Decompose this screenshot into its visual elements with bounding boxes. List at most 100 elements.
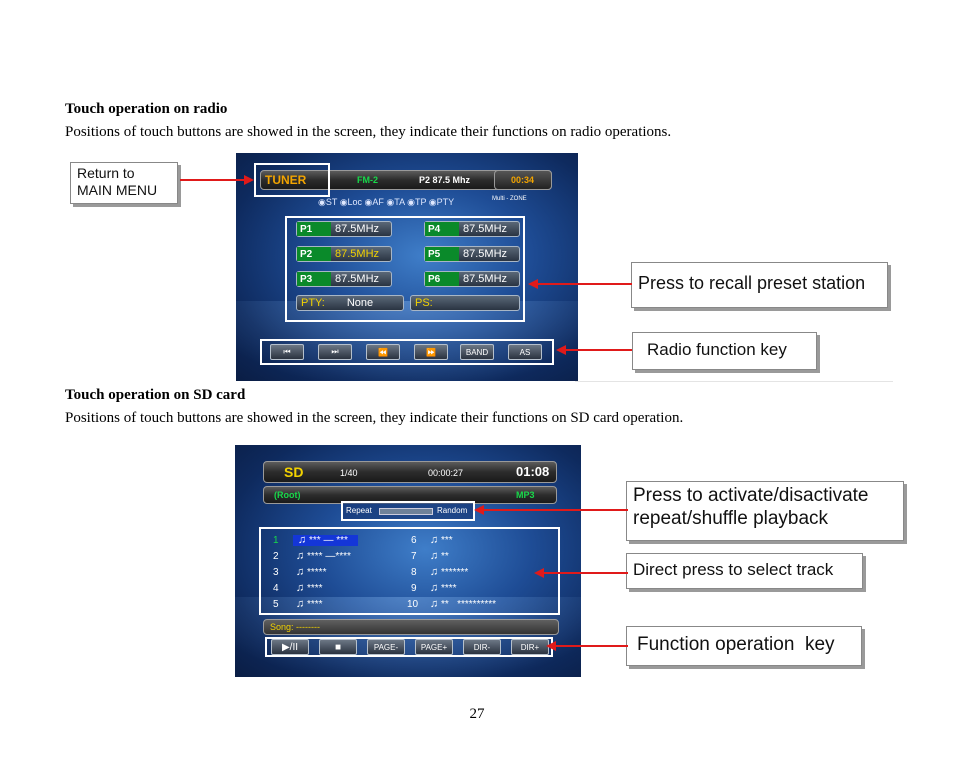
- track-3-name: *****: [307, 567, 327, 578]
- radio-frequency: P2 87.5 Mhz: [419, 175, 471, 185]
- page-number: 27: [469, 706, 485, 722]
- repeat-random-slider[interactable]: [379, 508, 433, 515]
- music-note-icon: ♫: [429, 598, 439, 610]
- sd-function-callout-text: Function operation key: [637, 634, 835, 655]
- preset-p6[interactable]: P6 87.5MHz: [424, 271, 520, 287]
- track-8-name: *******: [441, 567, 469, 578]
- track-1-name: *** — ***: [309, 535, 348, 546]
- sd-clock: 01:08: [516, 464, 550, 479]
- music-note-icon: ♫: [297, 534, 307, 546]
- track-8-number: 8: [411, 567, 417, 578]
- track-item-9[interactable]: 9♫****: [411, 582, 457, 594]
- radio-function-callout: Radio function key: [632, 332, 817, 370]
- tune-back-button[interactable]: ⏪: [366, 344, 400, 360]
- radio-screen: TUNER FM-2 P2 87.5 Mhz 00:34 ◉ST ◉Loc ◉A…: [236, 153, 578, 381]
- ps-box: PS:: [410, 295, 520, 311]
- preset-p2[interactable]: P2 87.5MHz: [296, 246, 392, 262]
- section-divider: [575, 381, 893, 382]
- track-item-5[interactable]: 5 ♫****: [273, 598, 323, 610]
- as-button[interactable]: AS: [508, 344, 542, 360]
- ps-label: PS:: [415, 297, 433, 309]
- radio-indicators: ◉ST ◉Loc ◉AF ◉TA ◉TP ◉PTY: [318, 197, 455, 207]
- preset-p4-number: P4: [425, 222, 459, 236]
- page-next-button[interactable]: PAGE+: [415, 639, 453, 655]
- track-item-1[interactable]: 1♫*** — ***: [273, 534, 358, 546]
- page-prev-button[interactable]: PAGE-: [367, 639, 405, 655]
- preset-p5-number: P5: [425, 247, 459, 261]
- pty-box: PTY: None: [296, 295, 404, 311]
- preset-p5[interactable]: P5 87.5MHz: [424, 246, 520, 262]
- sd-elapsed: 00:00:27: [428, 468, 464, 478]
- track-item-7[interactable]: 7♫**: [411, 550, 449, 562]
- preset-p6-frequency: 87.5MHz: [463, 273, 508, 285]
- play-pause-button[interactable]: ▶/II: [271, 639, 309, 655]
- preset-p3-frequency: 87.5MHz: [335, 273, 380, 285]
- track-7-name: **: [441, 551, 449, 562]
- main-menu-callout-line2: MAIN MENU: [77, 181, 158, 198]
- preset-p3[interactable]: P3 87.5MHz: [296, 271, 392, 287]
- track-6-name: ***: [441, 535, 453, 546]
- tune-forward-button[interactable]: ⏩: [414, 344, 448, 360]
- radio-clock-box: 00:34: [494, 170, 552, 190]
- preset-p6-number: P6: [425, 272, 459, 286]
- stop-button[interactable]: ■: [319, 639, 357, 655]
- song-bar: Song: --------: [263, 619, 559, 635]
- main-menu-callout: Return to MAIN MENU: [70, 162, 178, 204]
- music-note-icon: ♫: [295, 582, 305, 594]
- repeat-callout-line2: repeat/shuffle playback: [633, 507, 829, 529]
- sd-status-bar: SD 1/40 00:00:27 01:08: [263, 461, 557, 483]
- track-2-name: **** —****: [307, 551, 351, 562]
- radio-main-menu-highlight[interactable]: [254, 163, 330, 197]
- preset-p4[interactable]: P4 87.5MHz: [424, 221, 520, 237]
- music-note-icon: ♫: [429, 582, 439, 594]
- radio-status-bar: TUNER FM-2 P2 87.5 Mhz: [260, 170, 552, 190]
- track-callout: Direct press to select track: [626, 553, 863, 589]
- track-item-2[interactable]: 2♫**** —****: [273, 550, 351, 562]
- sd-format: MP3: [516, 490, 535, 500]
- music-note-icon: ♫: [295, 598, 305, 610]
- preset-callout: Press to recall preset station: [631, 262, 888, 308]
- track-item-8[interactable]: 8 ♫*******: [411, 566, 468, 578]
- track-callout-text: Direct press to select track: [633, 560, 834, 579]
- track-item-3[interactable]: 3♫*****: [273, 566, 326, 578]
- music-note-icon: ♫: [429, 566, 439, 578]
- track-4-number: 4: [273, 583, 279, 594]
- seek-back-button[interactable]: ⏮: [270, 344, 304, 360]
- radio-band-label: FM-2: [357, 175, 378, 185]
- repeat-random-area: Repeat Random: [341, 501, 475, 521]
- preset-p1-frequency: 87.5MHz: [335, 223, 380, 235]
- track-4-name: ****: [307, 583, 323, 594]
- repeat-callout: Press to activate/disactivate repeat/shu…: [626, 481, 904, 541]
- band-button[interactable]: BAND: [460, 344, 494, 360]
- song-title: Song: --------: [270, 622, 320, 632]
- arrow-sd-function: [546, 641, 628, 651]
- track-5-name: ****: [307, 599, 323, 610]
- radio-clock: 00:34: [511, 175, 535, 185]
- music-note-icon: ♫: [429, 534, 439, 546]
- preset-p5-frequency: 87.5MHz: [463, 248, 508, 260]
- sd-function-callout: Function operation key: [626, 626, 862, 666]
- track-6-number: 6: [411, 535, 417, 546]
- sd-track-count: 1/40: [340, 468, 358, 478]
- track-item-4[interactable]: 4 ♫****: [273, 582, 323, 594]
- random-toggle[interactable]: Random: [437, 506, 468, 515]
- track-item-10[interactable]: 10♫** **********: [407, 598, 496, 610]
- sd-heading: Touch operation on SD card: [65, 387, 246, 403]
- preset-p3-number: P3: [297, 272, 331, 286]
- preset-p1[interactable]: P1 87.5MHz: [296, 221, 392, 237]
- track-5-number: 5: [273, 599, 279, 610]
- track-list-area: [259, 527, 560, 615]
- sd-folder: (Root): [274, 490, 301, 500]
- track-10-number: 10: [407, 599, 419, 610]
- dir-prev-button[interactable]: DIR-: [463, 639, 501, 655]
- music-note-icon: ♫: [429, 550, 439, 562]
- sd-paragraph: Positions of touch buttons are showed in…: [65, 410, 684, 426]
- preset-callout-text: Press to recall preset station: [638, 273, 866, 293]
- seek-forward-button[interactable]: ⏭: [318, 344, 352, 360]
- repeat-toggle[interactable]: Repeat: [346, 506, 372, 515]
- sd-screen: SD 1/40 00:00:27 01:08 (Root) MP3 Repeat…: [235, 445, 581, 677]
- radio-source-label: TUNER: [265, 173, 307, 187]
- track-item-6[interactable]: 6 ♫***: [411, 534, 453, 546]
- arrow-main-menu: [180, 175, 254, 185]
- track-9-number: 9: [411, 583, 417, 594]
